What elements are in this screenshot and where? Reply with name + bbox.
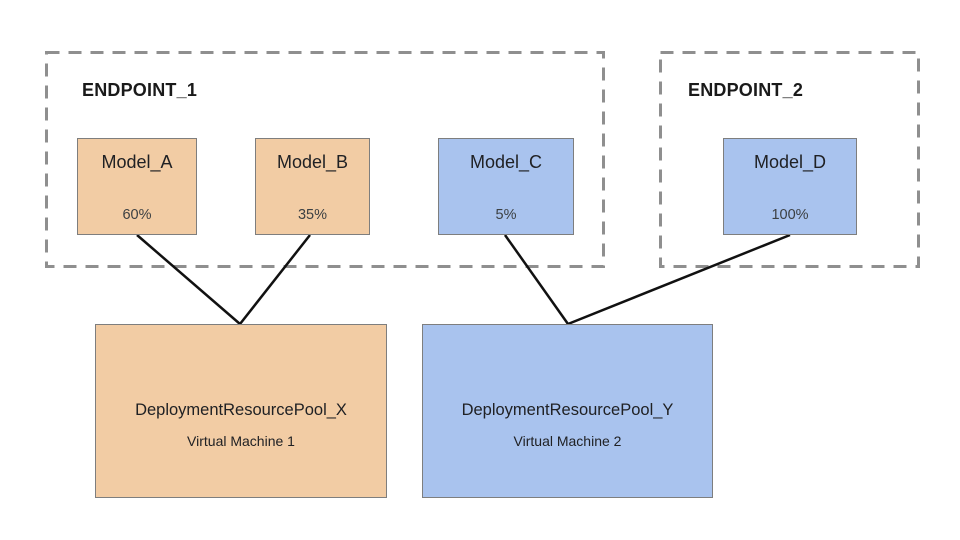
model-name: Model_B [276, 152, 349, 172]
pool-box-deployment-resource-pool-x: DeploymentResourcePool_X Virtual Machine… [95, 324, 387, 498]
model-traffic-percent: 5% [495, 207, 517, 223]
model-box-model-c: Model_C 5% [438, 138, 574, 235]
endpoint-2-dashed-border [659, 51, 920, 268]
pool-name: DeploymentResourcePool_X [135, 401, 347, 419]
connector-model-c-to-pool-y [503, 234, 570, 325]
model-name: Model_C [469, 152, 543, 172]
endpoint-2-label: ENDPOINT_2 [688, 80, 804, 100]
model-traffic-percent: 60% [122, 207, 152, 223]
connector-model-b-to-pool-x [239, 234, 311, 325]
endpoint-1-dashed-border [45, 51, 605, 268]
connector-model-d-to-pool-y [567, 233, 791, 326]
model-traffic-percent: 35% [297, 207, 328, 223]
model-box-model-b: Model_B 35% [255, 138, 370, 235]
model-box-model-d: Model_D 100% [723, 138, 857, 235]
model-name: Model_D [753, 152, 827, 172]
pool-box-deployment-resource-pool-y: DeploymentResourcePool_Y Virtual Machine… [422, 324, 713, 498]
model-box-model-a: Model_A 60% [77, 138, 197, 235]
model-traffic-percent: 100% [771, 207, 809, 223]
model-name: Model_A [101, 152, 173, 172]
pool-name: DeploymentResourcePool_Y [461, 401, 674, 419]
pool-machine-label: Virtual Machine 1 [187, 433, 295, 449]
connector-model-a-to-pool-x [136, 234, 241, 325]
endpoint-1-label: ENDPOINT_1 [82, 80, 198, 100]
pool-machine-label: Virtual Machine 2 [513, 433, 622, 449]
